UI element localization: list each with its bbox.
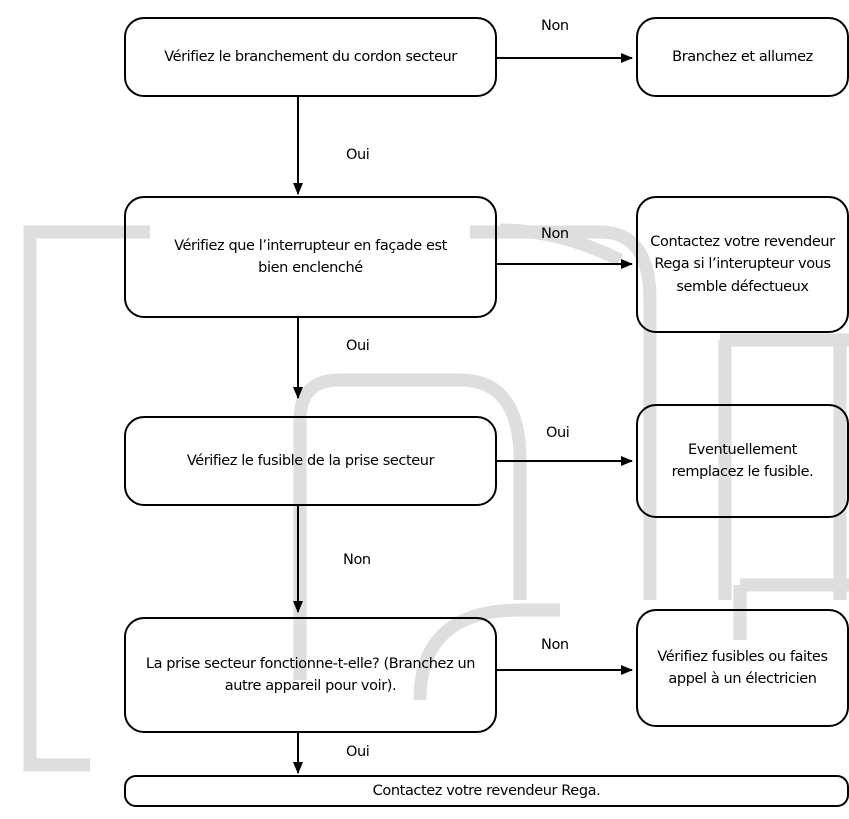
box-plug-in: Branchez et allumez (636, 17, 849, 97)
edge-label-non-3: Non (343, 552, 371, 568)
edge-label-non-2: Non (541, 226, 569, 242)
box-check-plug-fuse: Vérifiez le fusible de la prise secteur (124, 416, 497, 506)
box-contact-dealer-switch: Contactez votre revendeur Rega si l’inte… (636, 196, 849, 333)
box-text: Branchez et allumez (672, 48, 813, 65)
box-text: Contactez votre revendeur Rega si l’inte… (650, 233, 835, 295)
edge-label-oui-1: Oui (346, 147, 370, 163)
box-check-power-cord: Vérifiez le branchement du cordon secteu… (124, 17, 497, 97)
box-text: Vérifiez le branchement du cordon secteu… (164, 48, 457, 65)
edge-label-non-1: Non (541, 18, 569, 34)
box-text: Vérifiez fusibles ou faites appel à un é… (657, 648, 828, 687)
edge-label-oui-2: Oui (346, 338, 370, 354)
box-text: Vérifiez le fusible de la prise secteur (186, 452, 435, 469)
box-outlet-works: La prise secteur fonctionne-t-elle? (Bra… (124, 617, 497, 733)
edge-label-oui-3: Oui (546, 425, 570, 441)
box-text: Vérifiez que l’interrupteur en façade es… (174, 237, 447, 276)
box-replace-fuse: Eventuellement remplacez le fusible. (636, 404, 849, 518)
box-text: Eventuellement remplacez le fusible. (671, 441, 814, 480)
box-text: La prise secteur fonctionne-t-elle? (Bra… (145, 655, 476, 694)
box-check-fuses-electrician: Vérifiez fusibles ou faites appel à un é… (636, 609, 849, 727)
edge-label-non-4: Non (541, 637, 569, 653)
box-text: Contactez votre revendeur Rega. (372, 782, 601, 799)
box-contact-dealer-final: Contactez votre revendeur Rega. (124, 775, 849, 807)
box-check-front-switch: Vérifiez que l’interrupteur en façade es… (124, 196, 497, 318)
edge-label-oui-4: Oui (346, 744, 370, 760)
